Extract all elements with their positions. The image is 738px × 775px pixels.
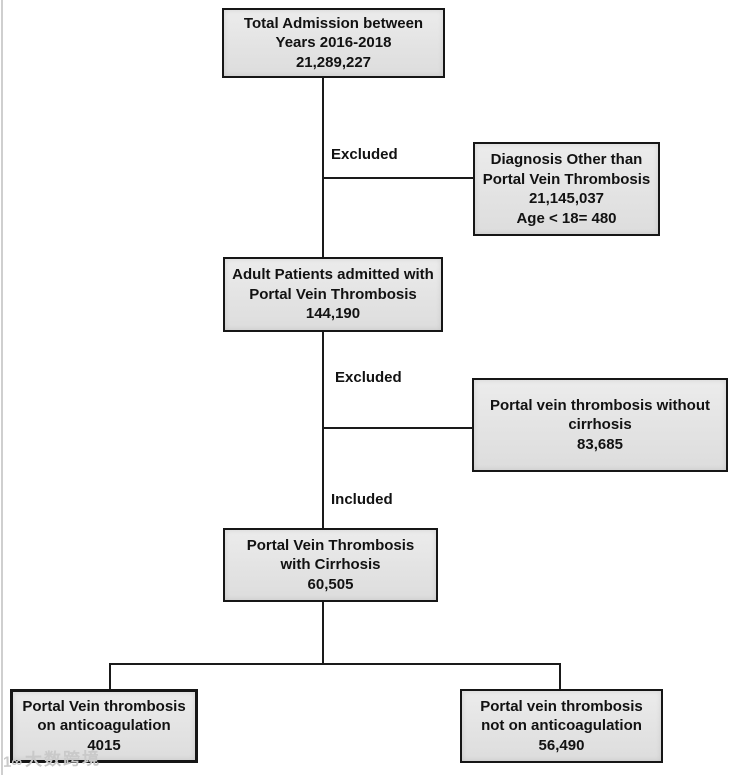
label-excluded-mid: Excluded [335,369,402,386]
connector-excluded-cirrhosis-branch [322,427,472,429]
connector-split-right-drop [559,663,561,689]
watermark-logo-icon: 1∞ [2,753,23,771]
watermark-text: 大数跨境 [24,749,102,770]
connector-split-horizontal [109,663,561,665]
box-text-line: 21,145,037 [528,190,605,207]
box-text-line: Portal vein thrombosis [480,697,643,715]
flow-box-excluded-diagnosis: Diagnosis Other than Portal Vein Thrombo… [473,142,660,236]
box-text-line: not on anticoagulation [481,717,642,735]
box-text-line: 144,190 [305,305,361,323]
box-text-line: on anticoagulation [37,717,171,735]
connector-adult-to-cirrhosis [322,332,324,528]
label-excluded-top: Excluded [331,146,398,163]
connector-excluded-diagnosis-branch [322,177,473,179]
connector-split-left-drop [109,663,111,689]
flow-box-adult-pvt: Adult Patients admitted with Portal Vein… [223,257,443,332]
box-text-line: Portal Vein Thrombosis [246,536,415,554]
box-text-line: Portal Vein Thrombosis [482,170,651,188]
box-text-line: Portal vein thrombosis without [489,396,710,414]
box-text-line: 21,289,227 [295,53,372,71]
box-text-line: Total Admission between [243,14,424,32]
label-included: Included [331,491,393,508]
flow-box-not-on-anticoagulation: Portal vein thrombosis not on anticoagul… [460,689,663,763]
box-text-line: 83,685 [577,435,623,453]
box-text-line: 60,505 [307,575,354,593]
box-text-line: Diagnosis Other than [490,151,643,168]
box-text-line: cirrhosis [568,416,632,434]
left-edge-line [1,0,3,775]
connector-cirrhosis-to-split [322,602,324,664]
flow-box-pvt-with-cirrhosis: Portal Vein Thrombosis with Cirrhosis 60… [223,528,438,602]
box-text-line: Years 2016-2018 [275,34,392,52]
box-text-line: Portal Vein thrombosis [22,697,186,715]
flow-box-excluded-without-cirrhosis: Portal vein thrombosis without cirrhosis… [472,378,728,472]
box-text-line: 4015 [87,736,121,754]
box-text-line: 56,490 [538,736,585,754]
box-text-line: Age < 18= 480 [516,209,617,227]
connector-total-to-adult [322,78,324,257]
box-text-line: Adult Patients admitted with [232,266,434,284]
watermark: 1∞ 大数跨境 [3,744,101,771]
box-text-line: with Cirrhosis [280,556,381,574]
box-text-line: Portal Vein Thrombosis [249,285,417,303]
flow-box-on-anticoagulation: Portal Vein thrombosis on anticoagulatio… [10,689,198,763]
flow-box-total-admission: Total Admission between Years 2016-2018 … [222,8,445,78]
